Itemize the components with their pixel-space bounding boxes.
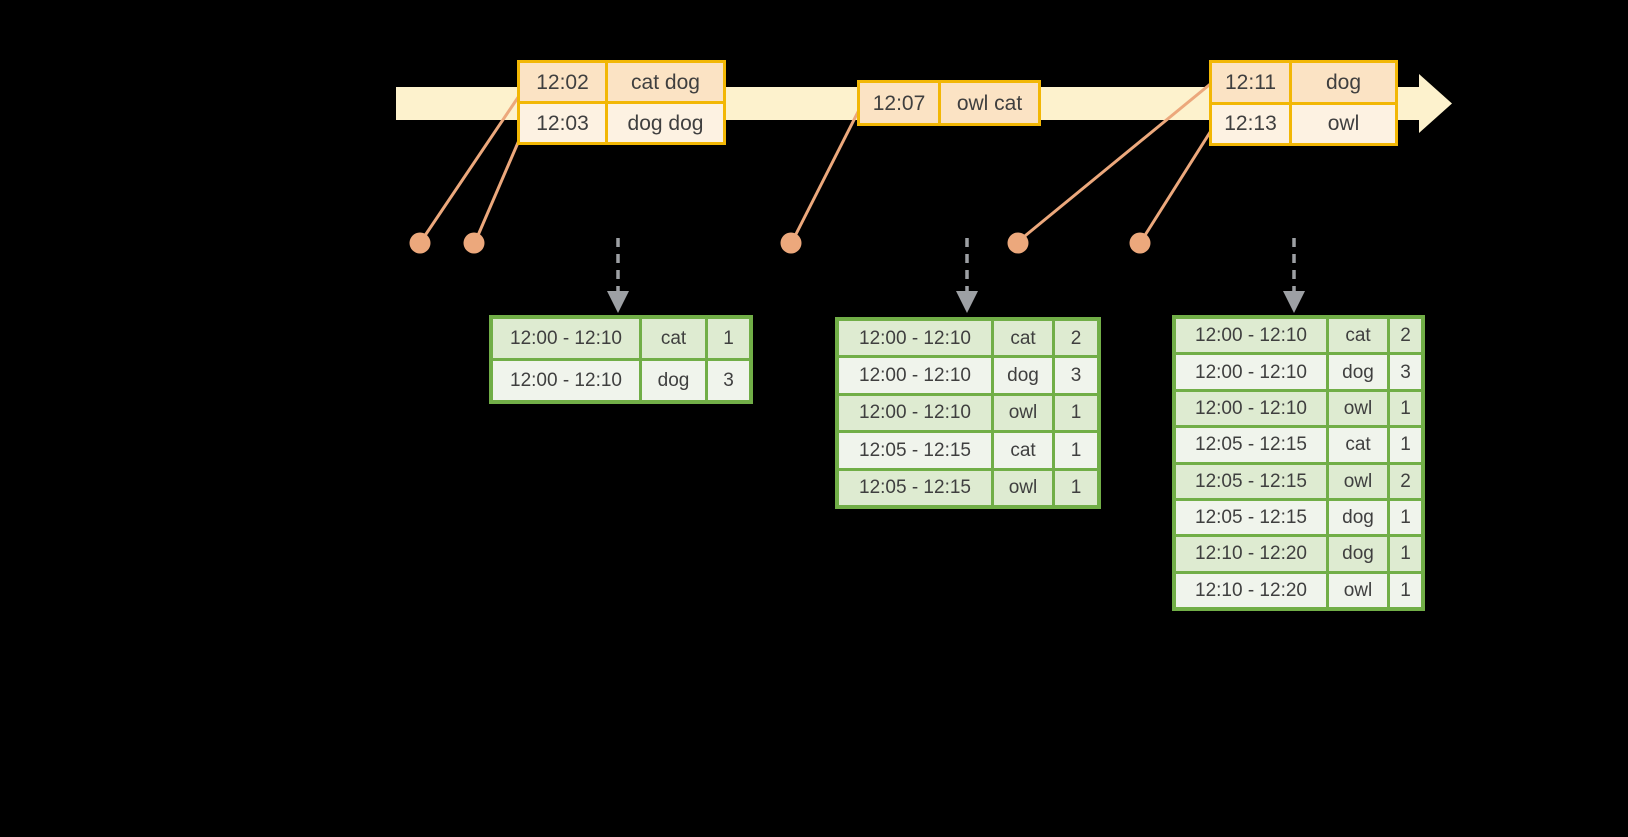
trigger-arrowhead-icon-1: [607, 291, 629, 313]
connector-line-1207: [791, 103, 864, 241]
event-words-cell: owl: [1292, 104, 1395, 143]
word-cell: dog: [642, 361, 705, 400]
count-cell: 3: [708, 361, 749, 400]
word-cell: cat: [642, 319, 705, 358]
event-dot-1202: [409, 232, 431, 254]
window-cell: 12:10 - 12:20: [1176, 573, 1326, 607]
word-cell: owl: [994, 395, 1052, 431]
word-cell: cat: [994, 321, 1052, 356]
count-cell: 1: [1390, 573, 1421, 607]
connector-line-1203: [474, 130, 525, 241]
count-cell: 2: [1055, 321, 1097, 356]
window-cell: 12:05 - 12:15: [1176, 428, 1326, 462]
word-cell: dog: [1329, 537, 1387, 571]
count-cell: 1: [708, 319, 749, 358]
word-cell: dog: [994, 358, 1052, 393]
window-cell: 12:05 - 12:15: [839, 470, 991, 505]
word-cell: dog: [1329, 500, 1387, 535]
word-cell: cat: [1329, 319, 1387, 353]
word-cell: cat: [994, 433, 1052, 468]
count-cell: 1: [1055, 433, 1097, 468]
window-cell: 12:00 - 12:10: [839, 358, 991, 393]
count-cell: 1: [1055, 395, 1097, 431]
timeline-arrowhead-icon: [1419, 74, 1452, 133]
trigger-arrowhead-icon-3: [1283, 291, 1305, 313]
count-cell: 1: [1390, 391, 1421, 426]
window-cell: 12:00 - 12:10: [1176, 355, 1326, 389]
window-cell: 12:05 - 12:15: [1176, 500, 1326, 535]
window-cell: 12:00 - 12:10: [493, 361, 639, 400]
window-cell: 12:05 - 12:15: [1176, 464, 1326, 498]
window-cell: 12:00 - 12:10: [839, 321, 991, 356]
event-words-cell: owl cat: [941, 83, 1038, 123]
window-cell: 12:10 - 12:20: [1176, 537, 1326, 571]
word-cell: cat: [1329, 428, 1387, 462]
event-time-cell: 12:02: [520, 63, 605, 101]
count-cell: 2: [1390, 464, 1421, 498]
event-words-cell: cat dog: [608, 63, 723, 101]
event-words-cell: dog: [1292, 63, 1395, 102]
window-cell: 12:00 - 12:10: [1176, 319, 1326, 353]
word-cell: owl: [1329, 464, 1387, 498]
window-cell: 12:00 - 12:10: [1176, 391, 1326, 426]
count-cell: 3: [1390, 355, 1421, 389]
event-words-cell: dog dog: [608, 104, 723, 142]
event-time-cell: 12:11: [1212, 63, 1289, 102]
count-cell: 3: [1055, 358, 1097, 393]
count-cell: 1: [1390, 428, 1421, 462]
event-time-cell: 12:03: [520, 104, 605, 142]
event-time-cell: 12:07: [860, 83, 938, 123]
word-cell: owl: [1329, 391, 1387, 426]
count-cell: 1: [1055, 470, 1097, 505]
count-cell: 1: [1390, 537, 1421, 571]
event-dot-1211: [1007, 232, 1029, 254]
trigger-arrowhead-icon-2: [956, 291, 978, 313]
word-cell: owl: [994, 470, 1052, 505]
window-cell: 12:00 - 12:10: [493, 319, 639, 358]
window-cell: 12:05 - 12:15: [839, 433, 991, 468]
connector-line-1211: [1019, 79, 1215, 242]
event-dot-1213: [1129, 232, 1151, 254]
count-cell: 1: [1390, 500, 1421, 535]
count-cell: 2: [1390, 319, 1421, 353]
event-dot-1203: [463, 232, 485, 254]
word-cell: owl: [1329, 573, 1387, 607]
connector-line-1213: [1140, 125, 1216, 241]
event-dot-1207: [780, 232, 802, 254]
connector-line-1202: [420, 89, 525, 241]
word-cell: dog: [1329, 355, 1387, 389]
window-cell: 12:00 - 12:10: [839, 395, 991, 431]
event-time-cell: 12:13: [1212, 104, 1289, 143]
